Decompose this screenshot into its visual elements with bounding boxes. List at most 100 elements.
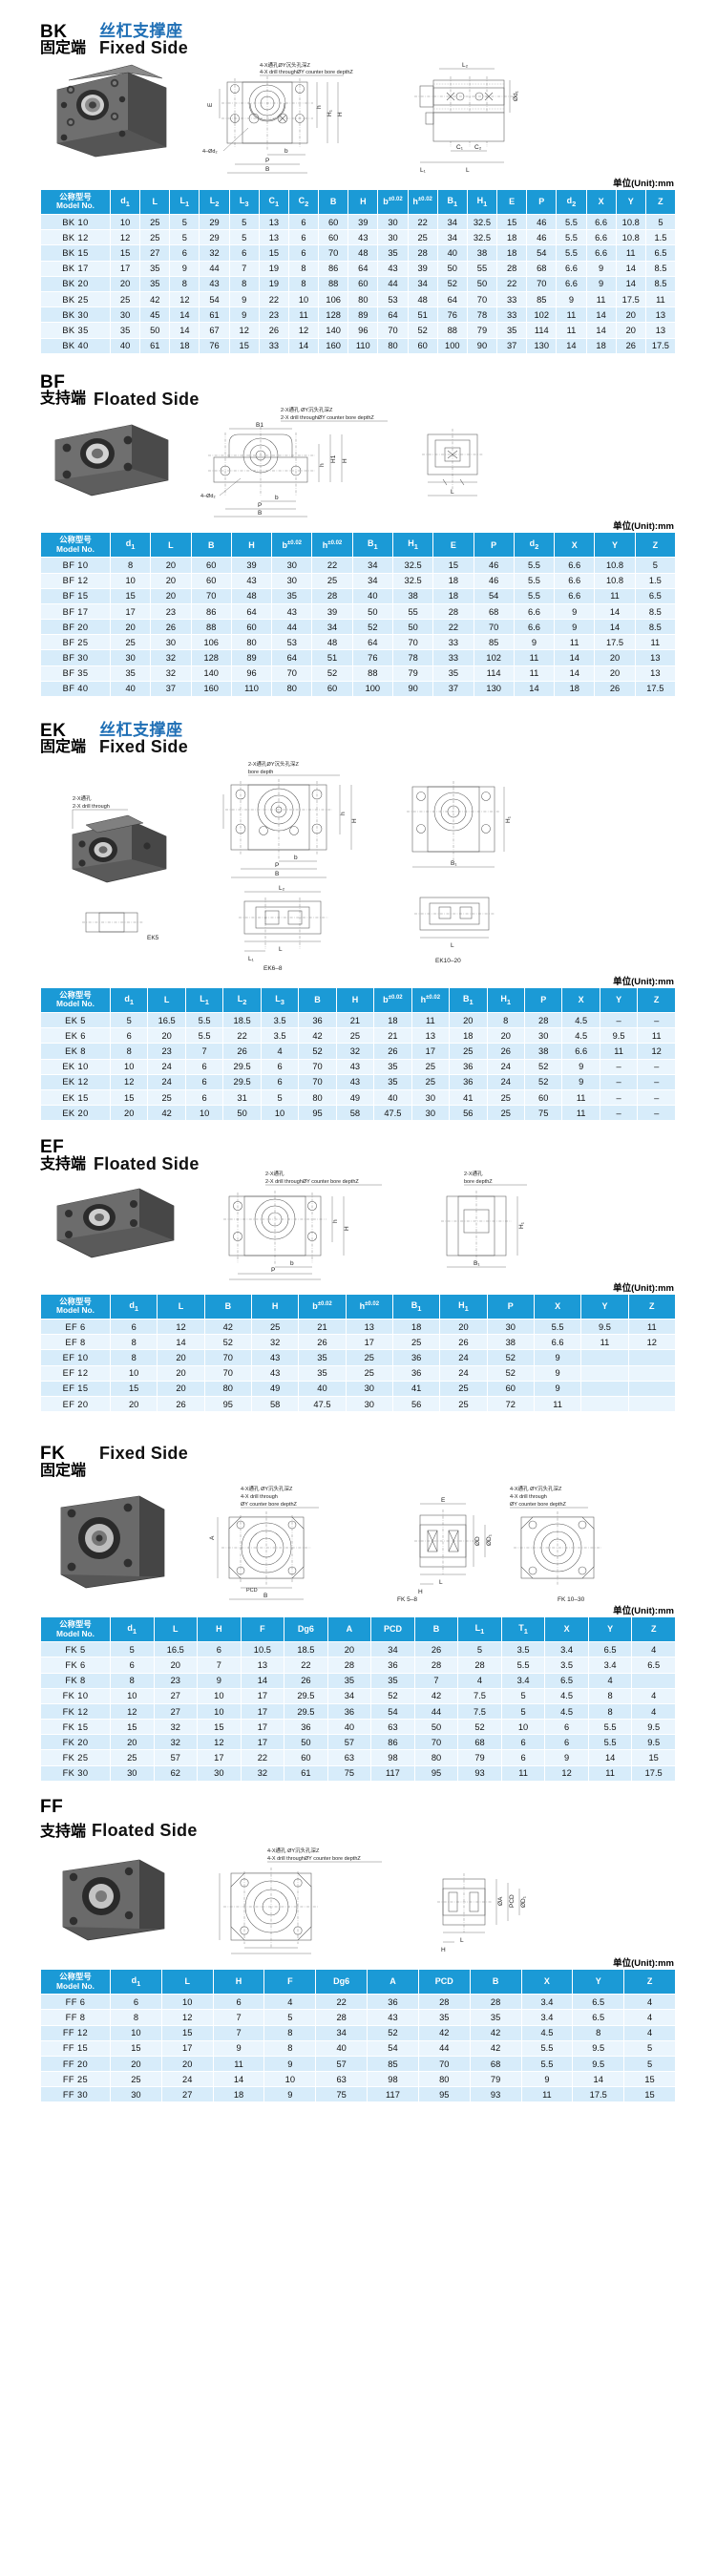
cell-value: 9.5 [572, 2055, 625, 2073]
cell-value: 42 [203, 1319, 252, 1336]
cell-value: 22 [432, 619, 474, 636]
cell-model: BK 25 [40, 290, 111, 308]
cell-model: BF 20 [40, 619, 111, 636]
cell-value: 44 [417, 2039, 471, 2057]
cell-value: 11 [556, 306, 587, 324]
th-L: L [160, 1968, 214, 1995]
cell-value: 14 [169, 322, 200, 339]
cell-value: 70 [203, 1364, 252, 1382]
cell-value: 15 [109, 1088, 149, 1107]
drawing-row-ek: 2-X通孔 2-X drill through [0, 758, 716, 974]
cell-value: 54 [199, 290, 230, 308]
section-en-title-ff: Floated Side [92, 1820, 198, 1840]
cell-value: 5.5 [556, 229, 587, 246]
svg-text:4-X通孔ØY沉头孔深Z: 4-X通孔ØY沉头孔深Z [260, 61, 311, 69]
th-Z: Z [644, 188, 677, 216]
cell-value: 13 [258, 213, 289, 231]
drawing-side-ef: 2-X通孔 bore depthZ B₁ H₁ [441, 1170, 527, 1267]
svg-text:bore depth: bore depth [248, 770, 273, 775]
cell-value: 9 [533, 1380, 582, 1397]
svg-text:L: L [451, 489, 454, 496]
cell-value: 33 [496, 306, 528, 324]
th-L: L [150, 532, 192, 559]
cell-value: 25 [250, 1319, 300, 1336]
cell-value: 11 [615, 244, 646, 262]
cell-value: – [637, 1012, 676, 1029]
cell-value: 43 [335, 1073, 375, 1090]
cell-value: 28 [432, 602, 474, 621]
cell-value: 40 [315, 2039, 369, 2057]
product-photo-ek: 2-X通孔 2-X drill through [72, 794, 167, 883]
svg-text:H: H [441, 1947, 446, 1953]
cell-value: 25 [110, 2071, 162, 2088]
cell-value: 70 [203, 1349, 252, 1366]
cell-value: 25 [345, 1364, 393, 1382]
cell-value: 10 [160, 1994, 214, 2011]
section-en-title-bk: Fixed Side [99, 38, 189, 58]
cell-value: 25 [109, 290, 141, 308]
cell-value: 8.5 [644, 275, 677, 292]
th-Z: Z [634, 532, 677, 559]
cell-value: 70 [391, 634, 434, 651]
cell-value: 130 [526, 337, 558, 354]
cell-value: – [637, 1088, 676, 1107]
unit-note-ff: 单位(Unit):mm [613, 1957, 674, 1969]
th-B: B [298, 986, 337, 1014]
cell-value: 10 [260, 1105, 300, 1122]
cell-value: 25 [311, 572, 353, 589]
drawing-ek6-8-view: L₂ L L₁ EK6–8 [239, 885, 328, 972]
th-b: b±0.02 [373, 986, 412, 1014]
cell-value: 8 [263, 2024, 317, 2041]
cell-model: EK 6 [40, 1027, 111, 1045]
cell-value: 5 [110, 1641, 155, 1658]
cell-value: 6 [109, 1027, 149, 1045]
drawing-ek10-20-view: L EK10–20 [414, 897, 495, 964]
drawing-row-ef: 2-X通孔 2-X drill throughØY counter bore d… [0, 1168, 716, 1280]
cell-value: 68 [473, 602, 515, 621]
cell-value: 51 [311, 649, 353, 666]
heading-ef: EF 支持端 Floated Side [0, 1138, 716, 1174]
cell-value: 36 [370, 1657, 415, 1674]
cell-value: 63 [326, 1749, 372, 1766]
cell-value: 27 [153, 1702, 199, 1721]
cell-value: 96 [230, 665, 273, 682]
cell-value: 24 [160, 2071, 214, 2088]
cell-value: 30 [109, 649, 152, 666]
th-X: X [561, 986, 600, 1014]
svg-text:H: H [342, 458, 348, 463]
cell-value: 6.5 [572, 1994, 625, 2011]
cell-value: 32 [250, 1334, 300, 1351]
cell-value: 26 [486, 1043, 525, 1060]
th-P: P [486, 1293, 535, 1320]
cell-value: 20 [109, 619, 152, 636]
cell-value: 42 [417, 2024, 471, 2041]
cell-value: 6 [110, 1994, 162, 2011]
cell-value: 18 [449, 1027, 488, 1045]
svg-text:2-X通孔ØY沉头孔深Z: 2-X通孔ØY沉头孔深Z [248, 760, 300, 768]
cell-value: 6 [544, 1719, 589, 1736]
cell-value: 6 [197, 1641, 242, 1658]
cell-value: 76 [351, 649, 393, 666]
cell-value: 5.5 [184, 1027, 224, 1045]
cell-value: 27 [160, 2086, 214, 2103]
th-d1: d1 [109, 986, 149, 1014]
cell-value: 9.5 [631, 1734, 676, 1751]
svg-text:4-X通孔 ØY沉头孔深Z: 4-X通孔 ØY沉头孔深Z [241, 1485, 293, 1492]
cell-value: 30 [345, 1380, 393, 1397]
cell-model: FK 20 [40, 1734, 111, 1751]
cell-value: 6.5 [587, 1641, 633, 1658]
cell-value: 52 [523, 1073, 563, 1090]
cell-value: 30 [110, 1764, 155, 1782]
cell-value: 9 [228, 306, 260, 324]
cell-value: 4 [623, 1994, 676, 2011]
